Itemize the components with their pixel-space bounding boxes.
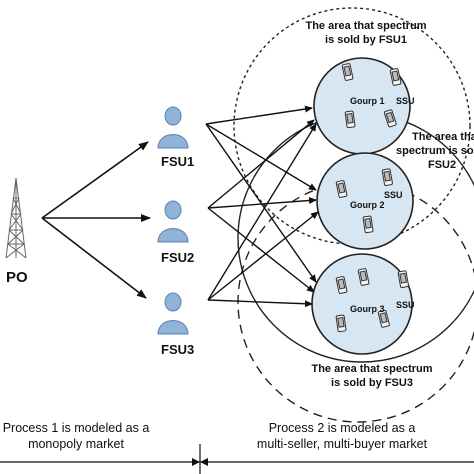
fsu3-person xyxy=(157,292,189,335)
area-fsu3-label-line1: The area that spectrum xyxy=(311,363,432,375)
phone-icon xyxy=(397,270,409,289)
fsu2-label: FSU2 xyxy=(161,250,194,265)
group3-label: Gourp 3 xyxy=(350,304,385,314)
user-icon xyxy=(157,292,189,335)
user-icon xyxy=(157,106,189,149)
phone-icon xyxy=(335,314,347,333)
arrow-po-fsu1 xyxy=(41,141,149,219)
area-fsu2-label-line3: FSU2 xyxy=(428,159,456,171)
arrow-fsu1-group2 xyxy=(205,123,317,191)
ssu-devices xyxy=(335,63,409,333)
group1-label: Gourp 1 xyxy=(350,96,385,106)
arrow-fsu2-group2 xyxy=(207,197,317,209)
phone-icon xyxy=(362,215,374,234)
arrow-po-fsu3 xyxy=(41,217,147,299)
process1-line1: Process 1 is modeled as a xyxy=(3,421,150,435)
arrow-fsu2-group3 xyxy=(207,207,315,293)
arrow-fsu3-group1 xyxy=(207,123,317,301)
arrow-fsu3-group2 xyxy=(207,211,319,301)
area-fsu2-label-line2: spectrum is sold by xyxy=(396,145,474,157)
fsu3-label: FSU3 xyxy=(161,342,194,357)
phone-icon xyxy=(335,276,348,294)
area-fsu2-label-line1: The area that xyxy=(412,131,474,143)
group-labels: Gourp 1 SSU Gourp 2 SSU Gourp 3 SSU xyxy=(350,96,415,314)
po-to-fsu-arrows xyxy=(41,141,151,299)
arrow-fsu1-group1 xyxy=(205,105,313,125)
phone-icon xyxy=(383,109,397,128)
process1-line2: monopoly market xyxy=(28,437,124,451)
area-fsu3-circle xyxy=(237,181,474,423)
process2-line2: multi-seller, multi-buyer market xyxy=(257,437,428,451)
arrow-fsu1-group3 xyxy=(205,123,317,283)
arrow-fsu3-group3 xyxy=(207,299,313,308)
po-label: PO xyxy=(6,269,28,286)
area-fsu1-label-line2: is sold by FSU1 xyxy=(325,34,407,46)
phone-icon xyxy=(357,268,370,286)
fsu-to-group-arrows xyxy=(205,105,319,308)
group3-ssu-label: SSU xyxy=(396,300,415,310)
transmission-tower-icon xyxy=(5,177,27,259)
process-divider-axis xyxy=(0,444,474,474)
phone-icon xyxy=(335,180,348,198)
phone-icon xyxy=(381,168,393,187)
area-labels: The area that spectrum is sold by FSU1 T… xyxy=(305,20,474,389)
group2-label: Gourp 2 xyxy=(350,200,385,210)
area-fsu1-circle xyxy=(233,7,471,245)
area-fsu3-label-line2: is sold by FSU3 xyxy=(331,377,413,389)
group1-ssu-label: SSU xyxy=(396,96,415,106)
arrow-fsu2-group1 xyxy=(207,119,315,209)
process2-line1: Process 2 is modeled as a xyxy=(269,421,416,435)
process-captions: Process 1 is modeled as a monopoly marke… xyxy=(3,421,428,451)
phone-icon xyxy=(377,309,390,328)
user-icon xyxy=(157,200,189,243)
phone-icon xyxy=(344,110,356,129)
area-fsu1-label-line1: The area that spectrum xyxy=(305,20,426,32)
fsu2-person xyxy=(157,200,189,243)
group2-ssu-label: SSU xyxy=(384,190,403,200)
fsu1-label: FSU1 xyxy=(161,154,194,169)
phone-icon xyxy=(341,63,354,81)
fsu1-person xyxy=(157,106,189,149)
phone-icon xyxy=(389,68,402,86)
